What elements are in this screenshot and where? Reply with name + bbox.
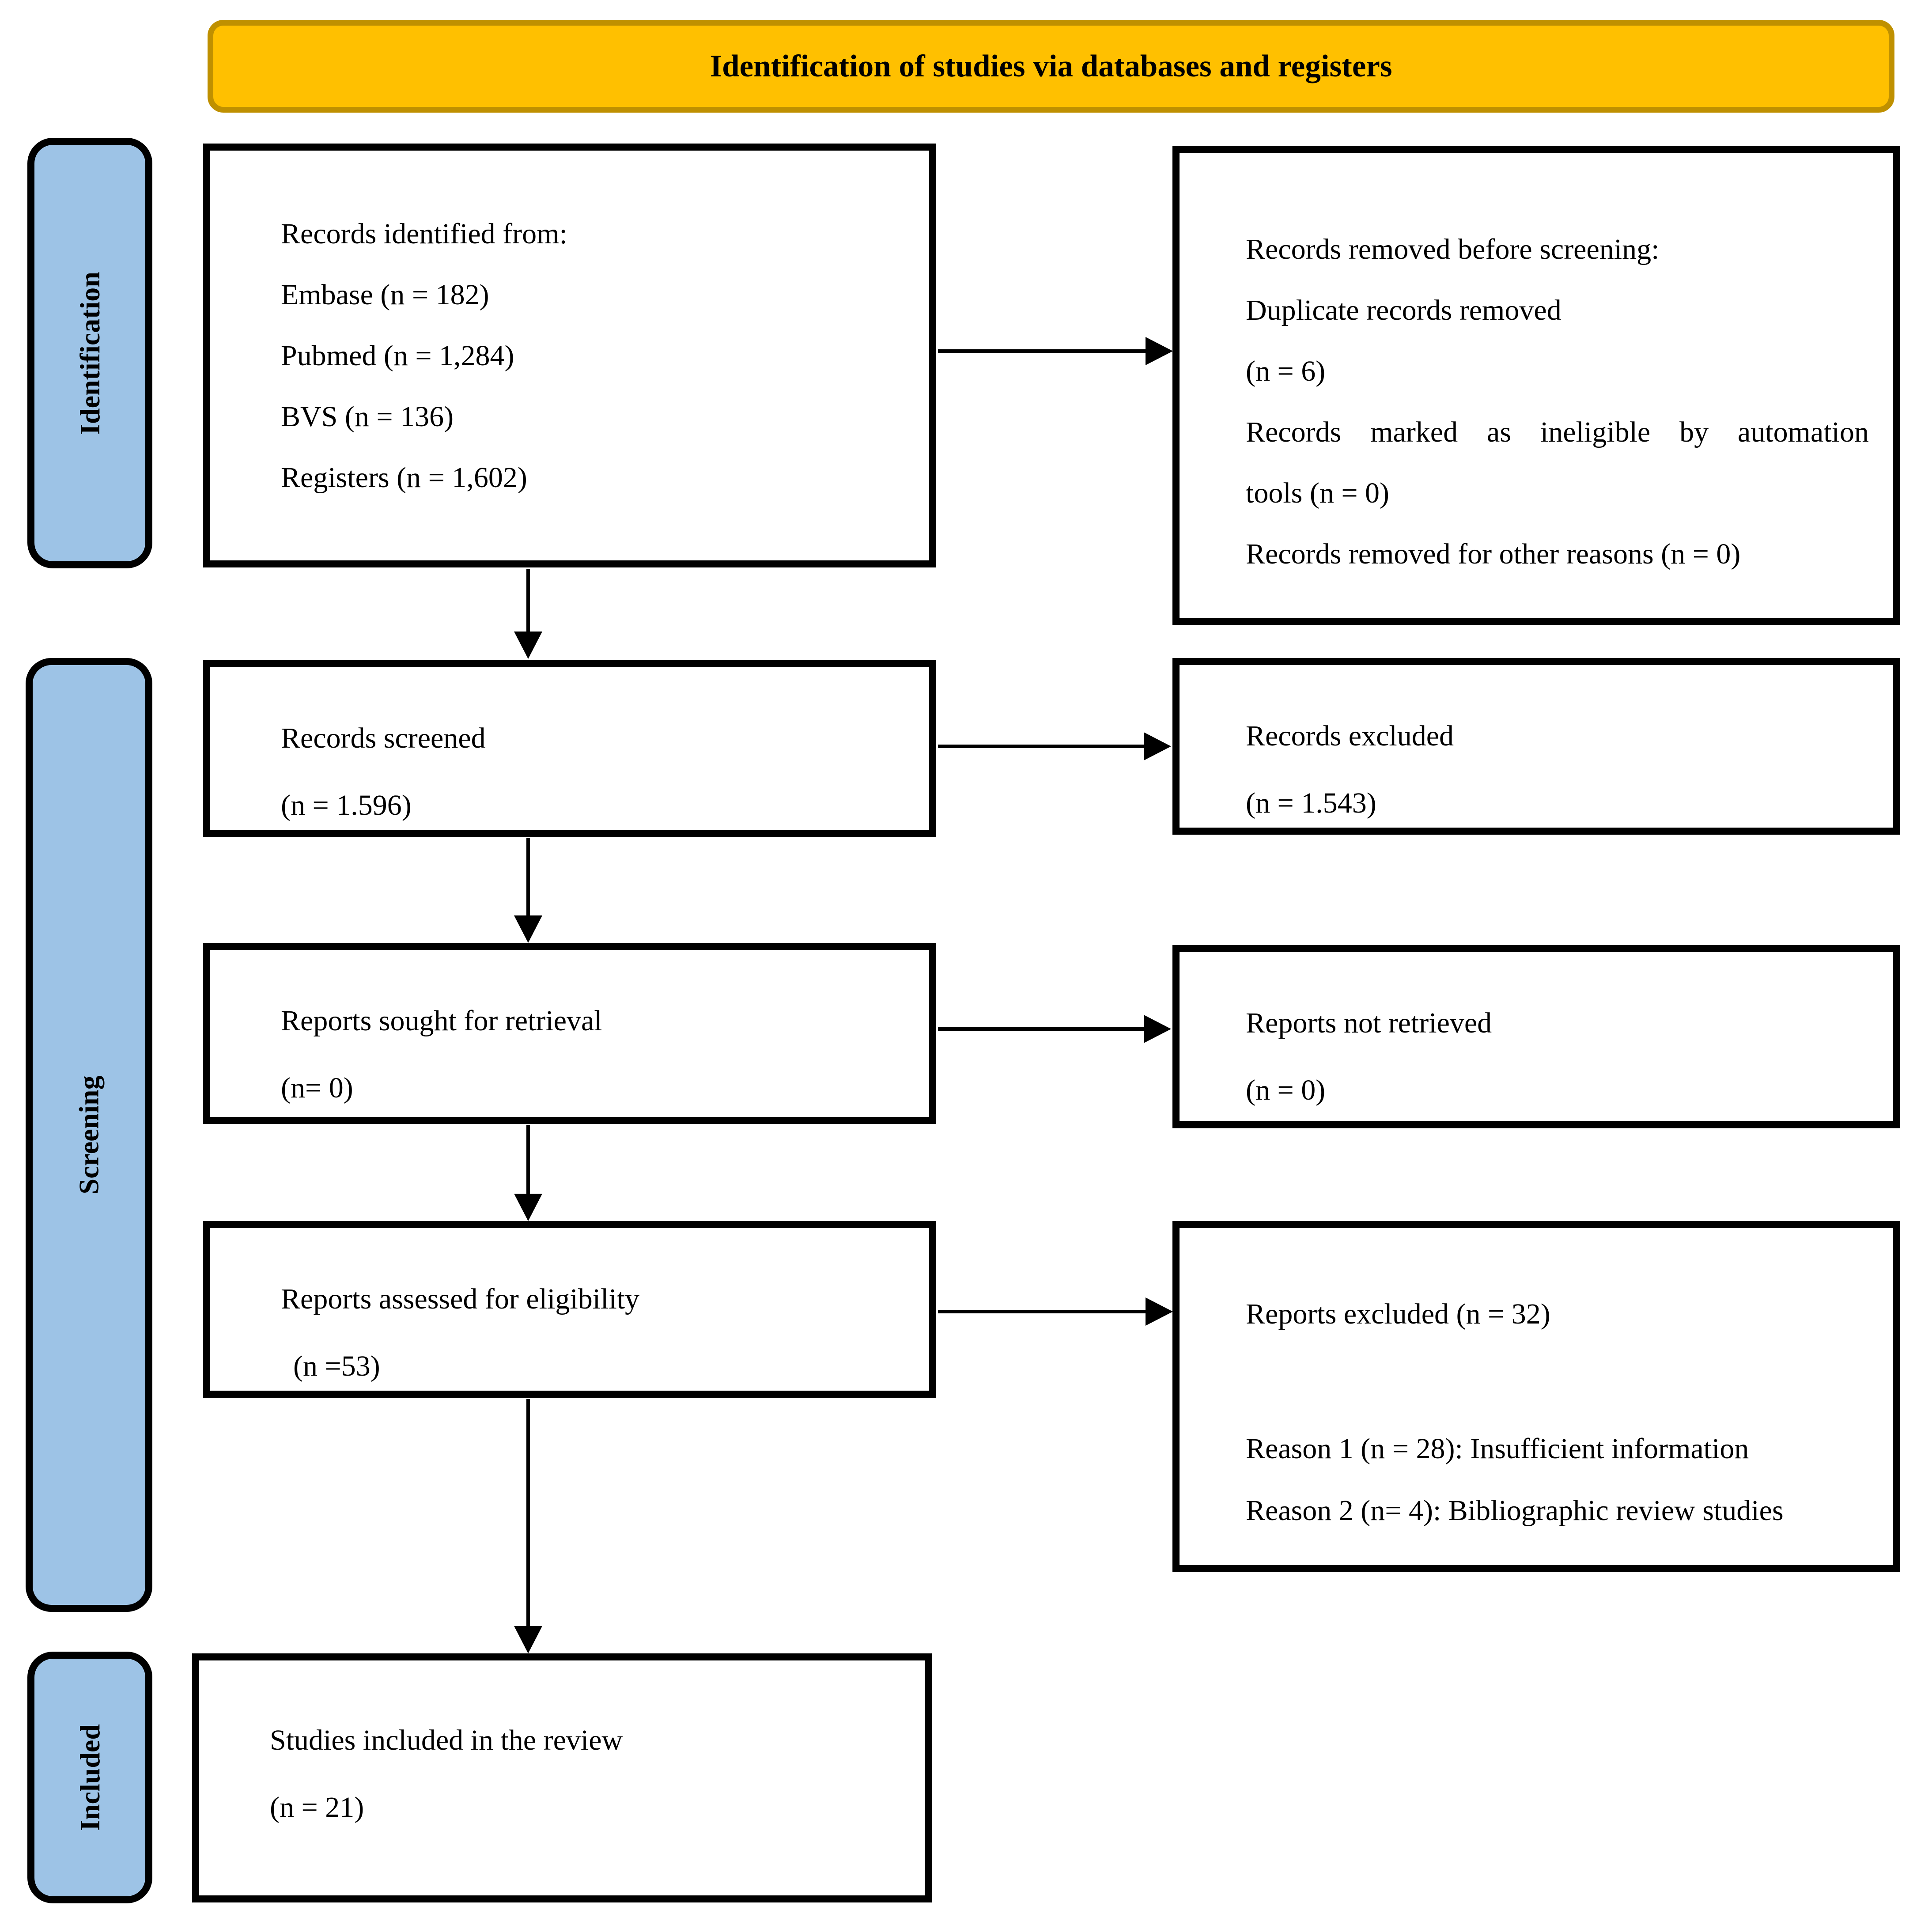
stage-included-label: Included [74, 1724, 106, 1831]
text-line: (n = 21) [270, 1791, 364, 1823]
records-screened-box: Records screened (n = 1.596) [203, 660, 936, 837]
text-line: (n = 0) [1246, 1074, 1326, 1106]
reports-excluded-box: Reports excluded (n = 32) Reason 1 (n = … [1172, 1221, 1900, 1572]
text-line: (n = 1.596) [281, 789, 412, 821]
arrow-screened-to-sought-head [514, 915, 542, 943]
arrow-sought-to-notretrieved-head [1144, 1015, 1171, 1043]
reports-assessed-box: Reports assessed for eligibility (n =53) [203, 1221, 936, 1398]
arrow-assessed-to-excluded-line [938, 1310, 1146, 1313]
arrow-identified-to-removed-line [938, 349, 1146, 353]
text-line: Pubmed (n = 1,284) [281, 340, 514, 372]
arrow-sought-to-assessed-head [514, 1194, 542, 1221]
text-line: Studies included in the review [270, 1724, 623, 1756]
text-line: BVS (n = 136) [281, 401, 454, 433]
text-line: (n =53) [293, 1350, 380, 1382]
arrow-screened-to-excluded-head [1144, 732, 1171, 760]
text-line: Registers (n = 1,602) [281, 461, 527, 494]
arrow-identified-to-screened-line [526, 569, 530, 633]
records-excluded-box: Records excluded (n = 1.543) [1172, 658, 1900, 835]
studies-included-box: Studies included in the review (n = 21) [192, 1653, 932, 1902]
text-line: Records identified from: [281, 218, 567, 250]
text-line: Embase (n = 182) [281, 279, 489, 311]
text-line: Records removed before screening: [1246, 233, 1660, 265]
arrow-identified-to-removed-head [1146, 337, 1173, 365]
text-line: Reports not retrieved [1246, 1007, 1492, 1039]
text-line: Records screened [281, 722, 486, 754]
arrow-sought-to-notretrieved-line [938, 1027, 1145, 1031]
text-line: (n = 1.543) [1246, 787, 1376, 819]
stage-identification: Identification [27, 138, 152, 568]
arrow-screened-to-excluded-line [938, 745, 1145, 748]
records-identified-box: Records identified from: Embase (n = 182… [203, 144, 936, 567]
text-line: Reason 2 (n= 4): Bibliographic review st… [1246, 1494, 1784, 1527]
arrow-assessed-to-included-line [526, 1399, 530, 1631]
text-line: (n= 0) [281, 1072, 353, 1104]
text-line: Records removed for other reasons (n = 0… [1246, 538, 1741, 570]
text-line: (n = 6) [1246, 355, 1326, 387]
arrow-screened-to-sought-line [526, 838, 530, 917]
text-line: Reason 1 (n = 28): Insufficient informat… [1246, 1433, 1749, 1465]
banner: Identification of studies via databases … [208, 20, 1894, 113]
arrow-sought-to-assessed-line [526, 1125, 530, 1195]
records-removed-box: Records removed before screening: Duplic… [1172, 146, 1900, 625]
stage-screening: Screening [26, 658, 152, 1612]
reports-not-retrieved-box: Reports not retrieved (n = 0) [1172, 945, 1900, 1128]
text-line: Duplicate records removed [1246, 294, 1561, 326]
arrow-identified-to-screened-head [514, 632, 542, 659]
stage-identification-label: Identification [74, 271, 106, 435]
arrow-assessed-to-excluded-head [1146, 1297, 1173, 1326]
stage-included: Included [27, 1652, 152, 1903]
text-line: Records excluded [1246, 720, 1454, 752]
text-line: Records marked as ineligible by automati… [1246, 416, 1869, 448]
reports-sought-box: Reports sought for retrieval (n= 0) [203, 943, 936, 1124]
text-line: Reports assessed for eligibility [281, 1283, 640, 1315]
text-line: tools (n = 0) [1246, 477, 1390, 509]
banner-title: Identification of studies via databases … [710, 49, 1392, 83]
text-line: Reports sought for retrieval [281, 1005, 602, 1037]
text-line: Reports excluded (n = 32) [1246, 1298, 1550, 1330]
stage-screening-label: Screening [73, 1075, 105, 1195]
arrow-assessed-to-included-head [514, 1626, 542, 1653]
